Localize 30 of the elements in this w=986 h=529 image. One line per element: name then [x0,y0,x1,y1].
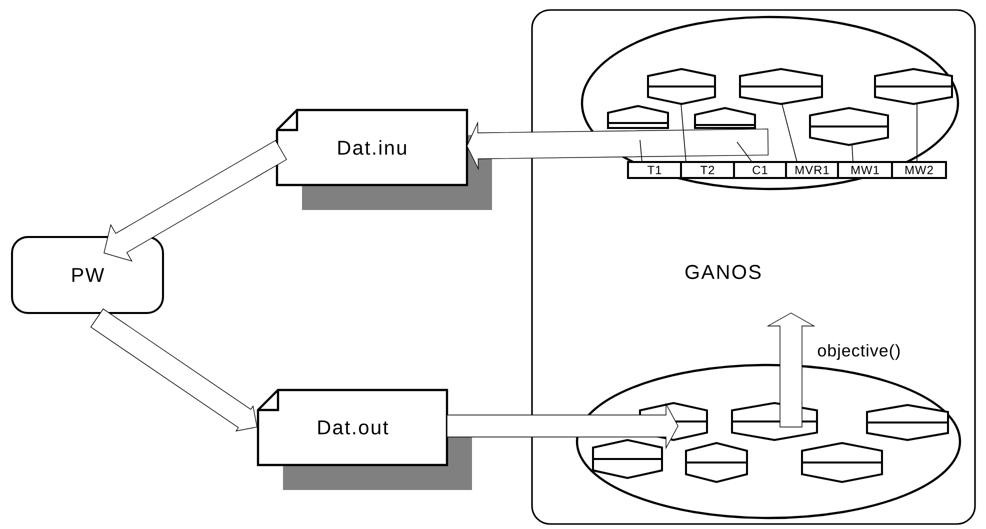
register-cell: MVR1 [785,161,839,179]
hexagon-shape [809,106,889,146]
connector-line [916,104,918,162]
register-cell: MW1 [837,161,893,179]
register-cell: T2 [680,161,735,179]
document-box: Dat.inu [276,108,492,210]
hexagon-shape [685,442,748,484]
hexagon-shape [866,404,949,441]
ellipse [576,364,962,520]
block-arrow [446,402,678,450]
connector-line [736,142,752,162]
connector-line [852,144,854,162]
register-cell: MW2 [891,161,947,179]
hexagon-shape [592,438,663,480]
hexagon-shape [647,68,716,106]
document-box: Dat.out [256,388,472,490]
connector-line [640,140,642,162]
edge-label: objective() [818,344,900,360]
block-arrow [766,312,816,428]
hexagon-shape [739,68,823,105]
hexagon-shape [801,442,883,484]
process-box: PW [11,236,164,314]
hexagon-shape [607,104,669,129]
hexagon-shape [874,68,953,106]
connector-line [680,104,686,162]
register-cell: T1 [627,161,682,179]
block-arrow [466,121,769,170]
hexagon-shape [694,106,756,129]
register-cell: C1 [733,161,787,179]
connector-line [782,104,798,162]
